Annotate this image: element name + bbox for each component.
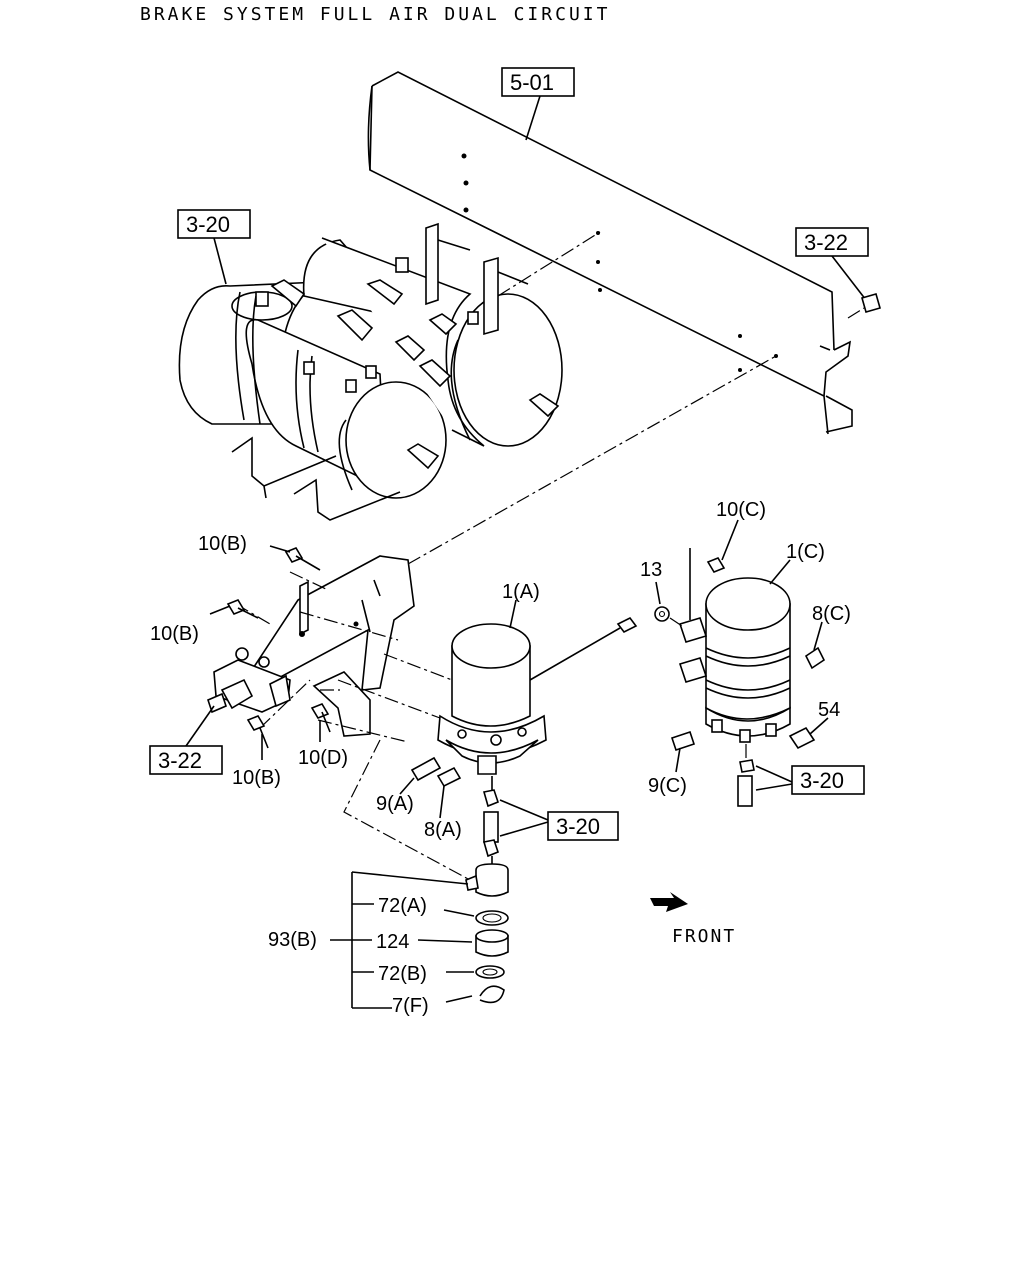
ref-dryer-pipe: 3-20 [556,814,600,839]
label-10b-mid: 10(B) [150,623,199,645]
air-tanks [178,222,563,521]
label-9a: 9(A) [376,793,414,815]
ref-tanks: 3-20 [186,212,230,237]
label-10b-top: 10(B) [198,533,247,555]
ref-box-bolt-top [795,227,869,257]
label-54: 54 [818,699,840,721]
label-8a: 8(A) [424,819,462,841]
label-1a: 1(A) [502,581,540,603]
ref-box-dryer-pipe [547,811,619,841]
diagram-title: BRAKE SYSTEM FULL AIR DUAL CIRCUIT [140,4,611,25]
ref-bracket: 3-22 [158,748,202,773]
label-10c: 10(C) [716,499,766,521]
ref-box-right-pipe [791,765,865,795]
ref-right-pipe: 3-20 [800,768,844,793]
label-124: 124 [376,931,409,953]
label-9c: 9(C) [648,775,687,797]
label-10d: 10(D) [298,747,348,769]
ref-box-frame [501,67,575,97]
frame-rail [367,71,853,435]
label-13: 13 [640,559,662,581]
air-dryer-a [437,616,638,775]
label-72a: 72(A) [378,895,427,917]
label-72b: 72(B) [378,963,427,985]
label-10b-low: 10(B) [232,767,281,789]
label-1c: 1(C) [786,541,825,563]
label-8c: 8(C) [812,603,851,625]
air-dryer-c [678,548,791,760]
ref-frame: 5-01 [510,70,554,95]
mounting-bracket [207,555,415,737]
ref-bolt-top: 3-22 [804,230,848,255]
label-93b: 93(B) [268,929,317,951]
label-7f: 7(F) [392,995,429,1017]
front-label: FRONT [672,926,736,947]
front-arrow-icon [650,892,688,912]
cartridge-kit [465,863,509,1004]
